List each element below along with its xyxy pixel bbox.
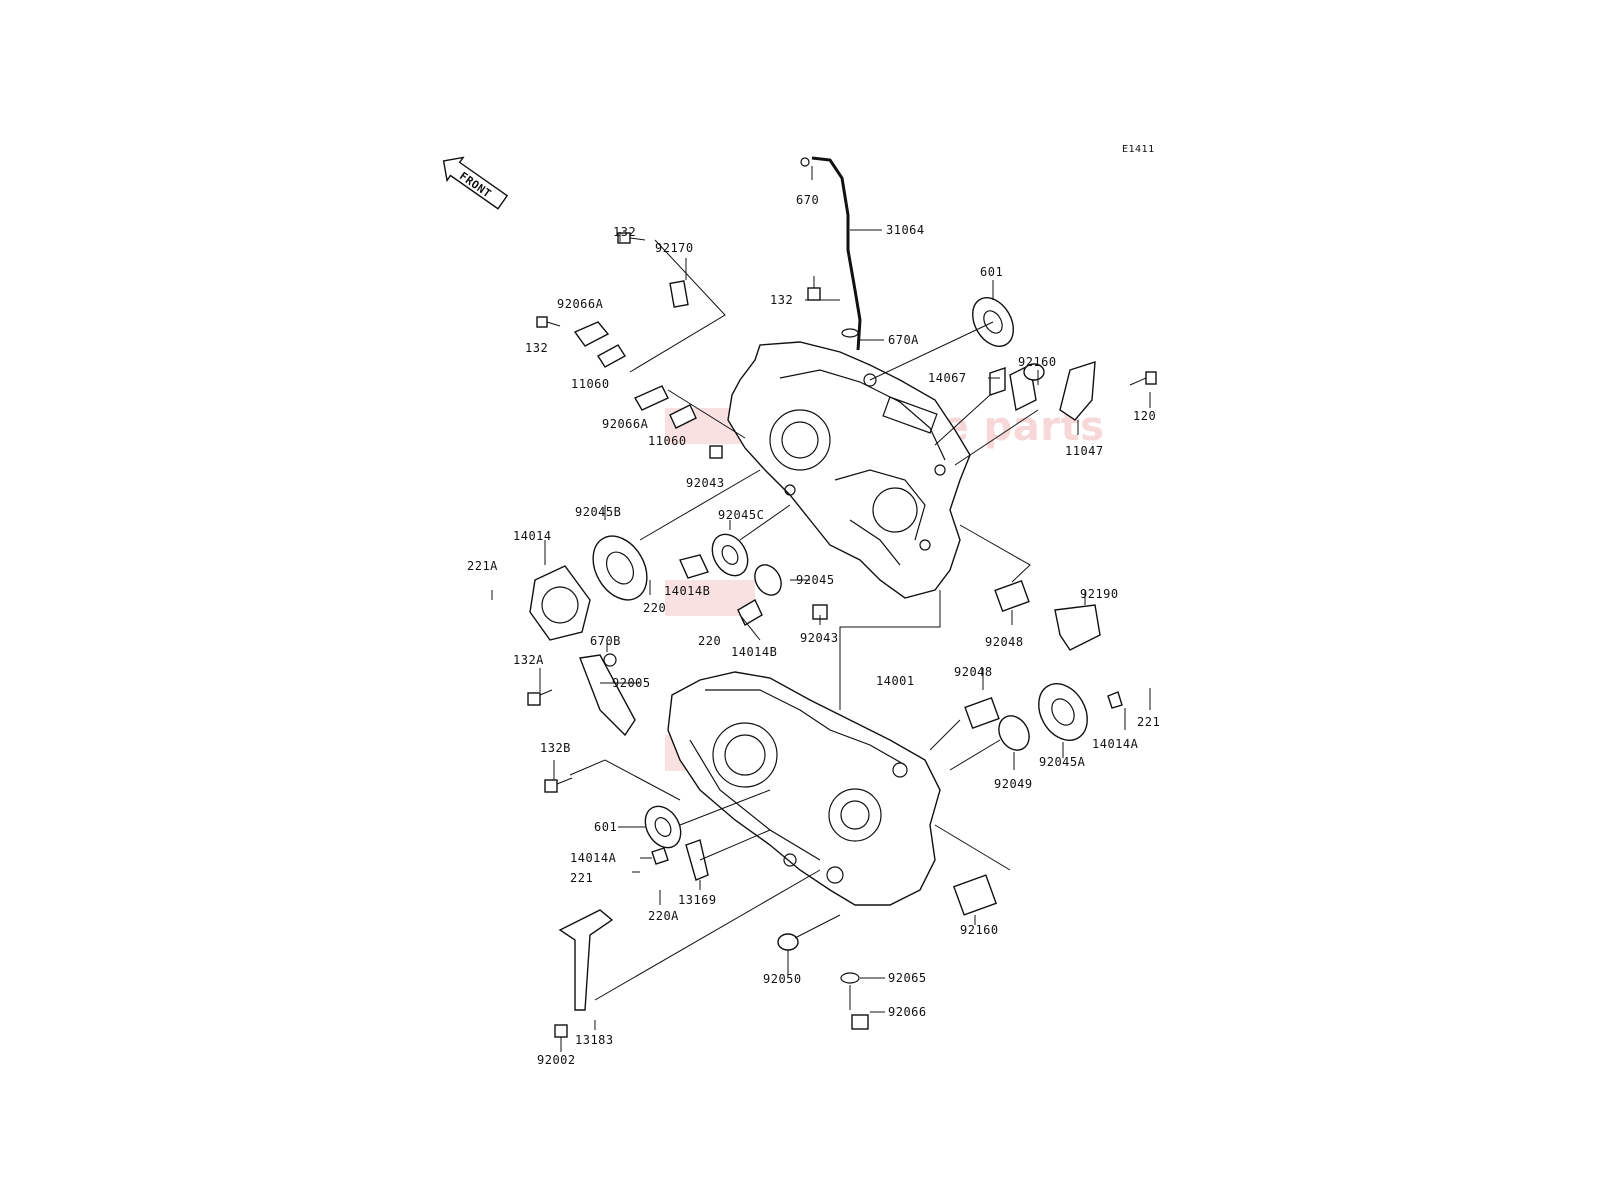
- lower-crankcase: [667, 671, 941, 906]
- part-label: 132A: [513, 653, 544, 667]
- part-label: 220: [698, 634, 721, 648]
- part-label: 92048: [985, 635, 1024, 649]
- part-label: 92043: [800, 631, 839, 645]
- bracket-icon: [529, 280, 1123, 1011]
- part-label: 92048: [954, 665, 993, 679]
- part-label: 221: [1137, 715, 1160, 729]
- part-label: 92065: [888, 971, 927, 985]
- part-label: 92045: [796, 573, 835, 587]
- part-label: 92002: [537, 1053, 576, 1067]
- bolt-icon: [527, 232, 1157, 1038]
- part-label: 14014: [513, 529, 552, 543]
- o-ring-670: [800, 157, 810, 167]
- part-label: 14014B: [731, 645, 777, 659]
- upper-crankcase-14001: [727, 341, 971, 599]
- part-label: 92045A: [1039, 755, 1086, 769]
- part-label: 11047: [1065, 444, 1104, 458]
- part-label: 92066A: [557, 297, 604, 311]
- part-label: 92066: [888, 1005, 927, 1019]
- part-label: 92170: [655, 241, 694, 255]
- part-label: 670B: [590, 634, 621, 648]
- part-label: 92043: [686, 476, 725, 490]
- part-label: 11060: [571, 377, 610, 391]
- part-label: 11060: [648, 434, 687, 448]
- part-label: 14014B: [664, 584, 710, 598]
- part-label: 92190: [1080, 587, 1119, 601]
- part-label: 132: [770, 293, 793, 307]
- front-arrow-icon: FRONT: [442, 156, 509, 210]
- part-label: 31064: [886, 223, 925, 237]
- part-label: 14014A: [1092, 737, 1139, 751]
- part-label: 92160: [960, 923, 999, 937]
- part-label: 120: [1133, 409, 1156, 423]
- part-label: 132: [525, 341, 548, 355]
- diagram-code: E1411: [1122, 144, 1155, 155]
- oil-pipe-31064: [811, 156, 862, 351]
- o-ring-670A: [841, 328, 859, 338]
- part-label: 13183: [575, 1033, 614, 1047]
- part-label: 670A: [888, 333, 919, 347]
- seal-icon: [709, 363, 1045, 984]
- part-label: 14014A: [570, 851, 617, 865]
- part-label: 132: [613, 225, 636, 239]
- part-label: 92049: [994, 777, 1033, 791]
- part-label: 92005: [612, 676, 651, 690]
- part-label: 92045C: [718, 508, 764, 522]
- part-label: 14001: [876, 674, 915, 688]
- bearing-icon: [592, 297, 1088, 849]
- part-label: 220: [643, 601, 666, 615]
- part-labels: 670 31064 132 92170 132 601 92066A 132 6…: [467, 193, 1160, 1067]
- part-label: 132B: [540, 741, 571, 755]
- part-label: 92045B: [575, 505, 621, 519]
- part-label: 92066A: [602, 417, 649, 431]
- part-label: 221: [570, 871, 593, 885]
- part-label: 601: [980, 265, 1003, 279]
- part-label: 13169: [678, 893, 717, 907]
- leader-lines: [491, 166, 1151, 1052]
- part-label: 221A: [467, 559, 498, 573]
- part-label: 92160: [1018, 355, 1057, 369]
- part-label: 601: [594, 820, 617, 834]
- part-label: 220A: [648, 909, 679, 923]
- part-label: 14067: [928, 371, 967, 385]
- part-label: 92050: [763, 972, 802, 986]
- part-label: 670: [796, 193, 819, 207]
